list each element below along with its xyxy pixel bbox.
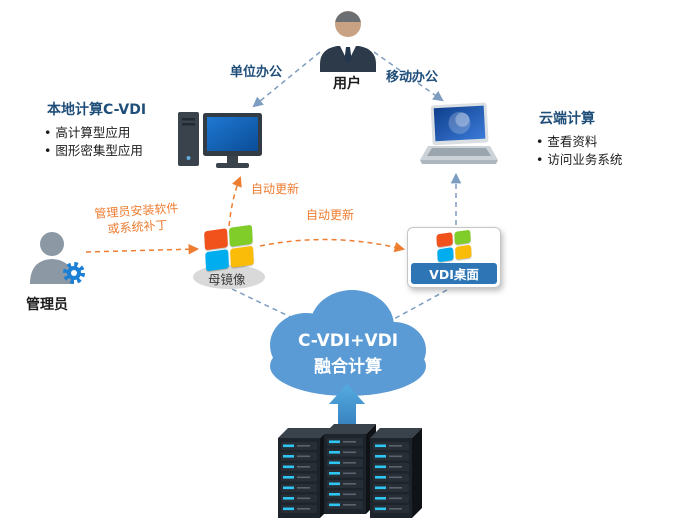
user-icon — [310, 2, 386, 78]
edge-user-laptop — [373, 51, 444, 102]
cloud-bullet-2: 访问业务系统 — [536, 151, 622, 169]
local-bullet-2: 图形密集型应用 — [44, 142, 146, 160]
local-bullet-1: 高计算型应用 — [44, 124, 146, 142]
windows-pane-red — [204, 228, 228, 251]
edge-master-desktop-update — [228, 176, 242, 227]
laptop-icon — [416, 102, 500, 174]
local-computing-block: 本地计算C-VDI 高计算型应用 图形密集型应用 — [44, 99, 146, 160]
admin-icon — [28, 230, 94, 296]
desktop-computer-icon — [176, 110, 266, 180]
edge-label-office: 单位办公 — [230, 65, 283, 80]
gear-icon — [63, 262, 85, 284]
master-image-base — [193, 265, 265, 289]
cloud-computing-title: 云端计算 — [539, 111, 595, 127]
cloud-caption: C-VDI+VDI 融合计算 — [272, 328, 424, 380]
cloud-bullet-1: 查看资料 — [536, 133, 622, 151]
master-image-label: 母镜像 — [208, 272, 246, 287]
windows-pane-blue — [205, 249, 230, 272]
cloud-caption-line2: 融合计算 — [314, 357, 382, 377]
cloud-shape — [270, 290, 426, 396]
server-rack-icon — [278, 424, 422, 518]
auto-update-desktop-label: 自动更新 — [251, 182, 300, 196]
edge-admin-master — [85, 243, 200, 255]
vdi-desktop-node: VDI桌面 — [407, 227, 501, 288]
edge-label-mobile: 移动办公 — [386, 70, 439, 85]
windows-pane-yellow — [230, 245, 254, 268]
vdi-desktop-label: VDI桌面 — [411, 263, 497, 284]
edge-master-vdi-update — [259, 238, 406, 253]
user-label: 用户 — [333, 76, 361, 92]
admin-label: 管理员 — [26, 297, 68, 313]
windows-logo-vdi-icon — [436, 229, 472, 263]
cloud-computing-block: 云端计算 查看资料 访问业务系统 — [536, 108, 622, 169]
windows-logo-master-icon — [204, 224, 254, 272]
edge-vdi-cloud — [391, 289, 448, 321]
edge-master-cloud — [231, 288, 302, 323]
auto-update-vdi-label: 自动更新 — [306, 208, 355, 222]
cloud-caption-line1: C-VDI+VDI — [297, 331, 399, 351]
local-computing-title: 本地计算C-VDI — [47, 102, 147, 118]
windows-pane-green — [228, 224, 253, 247]
